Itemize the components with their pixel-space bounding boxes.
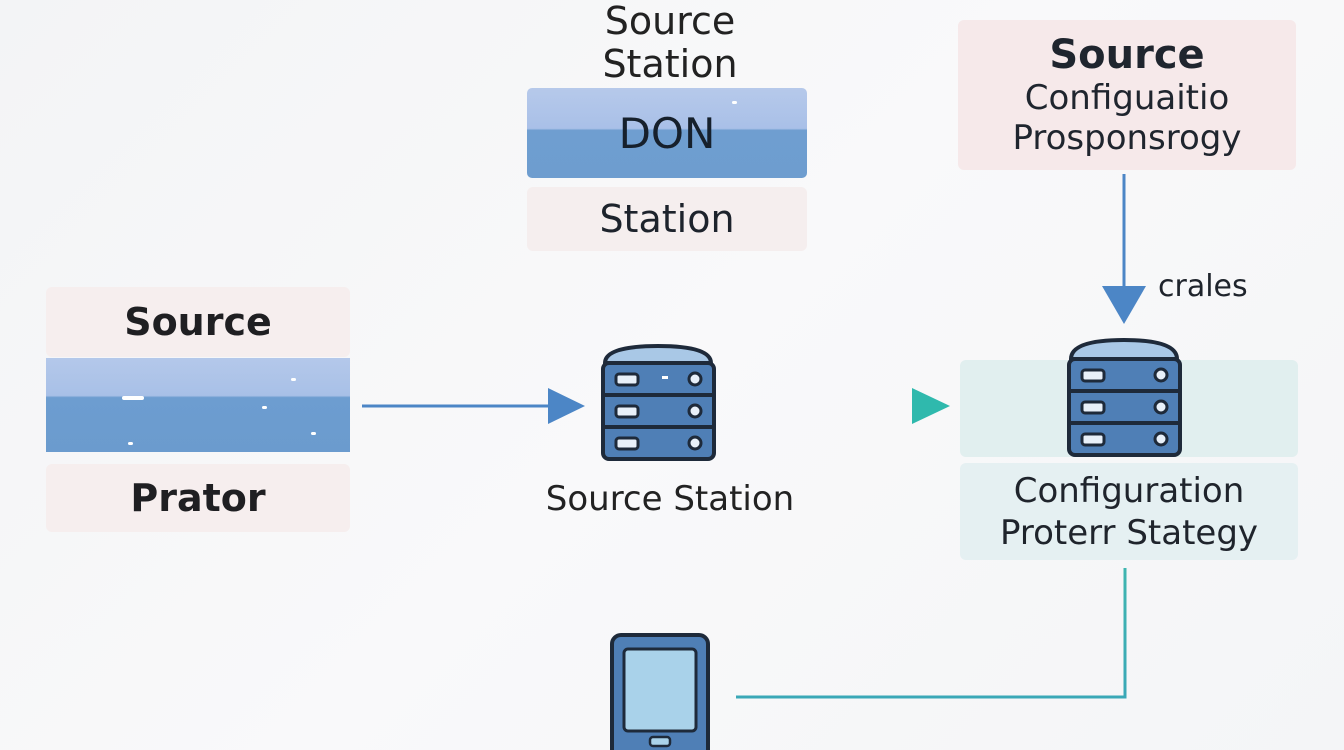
arrow-left-to-middle	[362, 388, 585, 424]
top-right-line1: Source	[1049, 32, 1205, 78]
top-center-subtitle: Station	[527, 187, 807, 251]
band-speck	[311, 432, 316, 435]
band-speck	[291, 378, 296, 381]
left-node-footer-text: Prator	[130, 476, 266, 520]
left-node-band	[46, 358, 350, 452]
tablet-icon	[610, 633, 710, 750]
left-node-footer: Prator	[46, 464, 350, 532]
top-center-band: DON	[527, 88, 807, 178]
band-speck	[732, 101, 737, 104]
right-server-line2: Proterr Stategy	[999, 512, 1259, 553]
top-center-title: Source Station	[540, 0, 800, 86]
top-right-config-box: Source Configuaitio Prosponsrogy	[958, 20, 1296, 170]
arrow-middle-to-right	[736, 388, 950, 424]
band-speck	[128, 442, 133, 445]
top-right-line2: Configuaitio	[1024, 78, 1230, 118]
band-speck	[262, 406, 267, 409]
left-node-header-text: Source	[124, 300, 272, 344]
arrow-top-right-down	[1102, 174, 1146, 324]
server-icon	[601, 343, 716, 461]
top-center-band-label: DON	[618, 108, 716, 158]
left-node-header: Source	[46, 287, 350, 357]
top-center-title-line1: Source	[604, 0, 736, 43]
band-speck	[122, 396, 144, 400]
right-server-box	[960, 360, 1298, 457]
edge-label-down: crales	[1158, 266, 1268, 306]
edge-label-text: crales	[1158, 268, 1248, 304]
middle-server-caption: Source Station	[520, 474, 820, 524]
top-center-subtitle-text: Station	[599, 197, 735, 241]
right-server-label-box: Configuration Proterr Stategy	[960, 463, 1298, 560]
middle-server-caption-text: Source Station	[545, 479, 795, 519]
top-right-line3: Prosponsrogy	[1012, 118, 1242, 158]
connector-right-to-tablet	[736, 568, 1127, 699]
right-server-line1: Configuration	[1013, 470, 1245, 511]
top-center-title-line2: Station	[602, 42, 738, 86]
